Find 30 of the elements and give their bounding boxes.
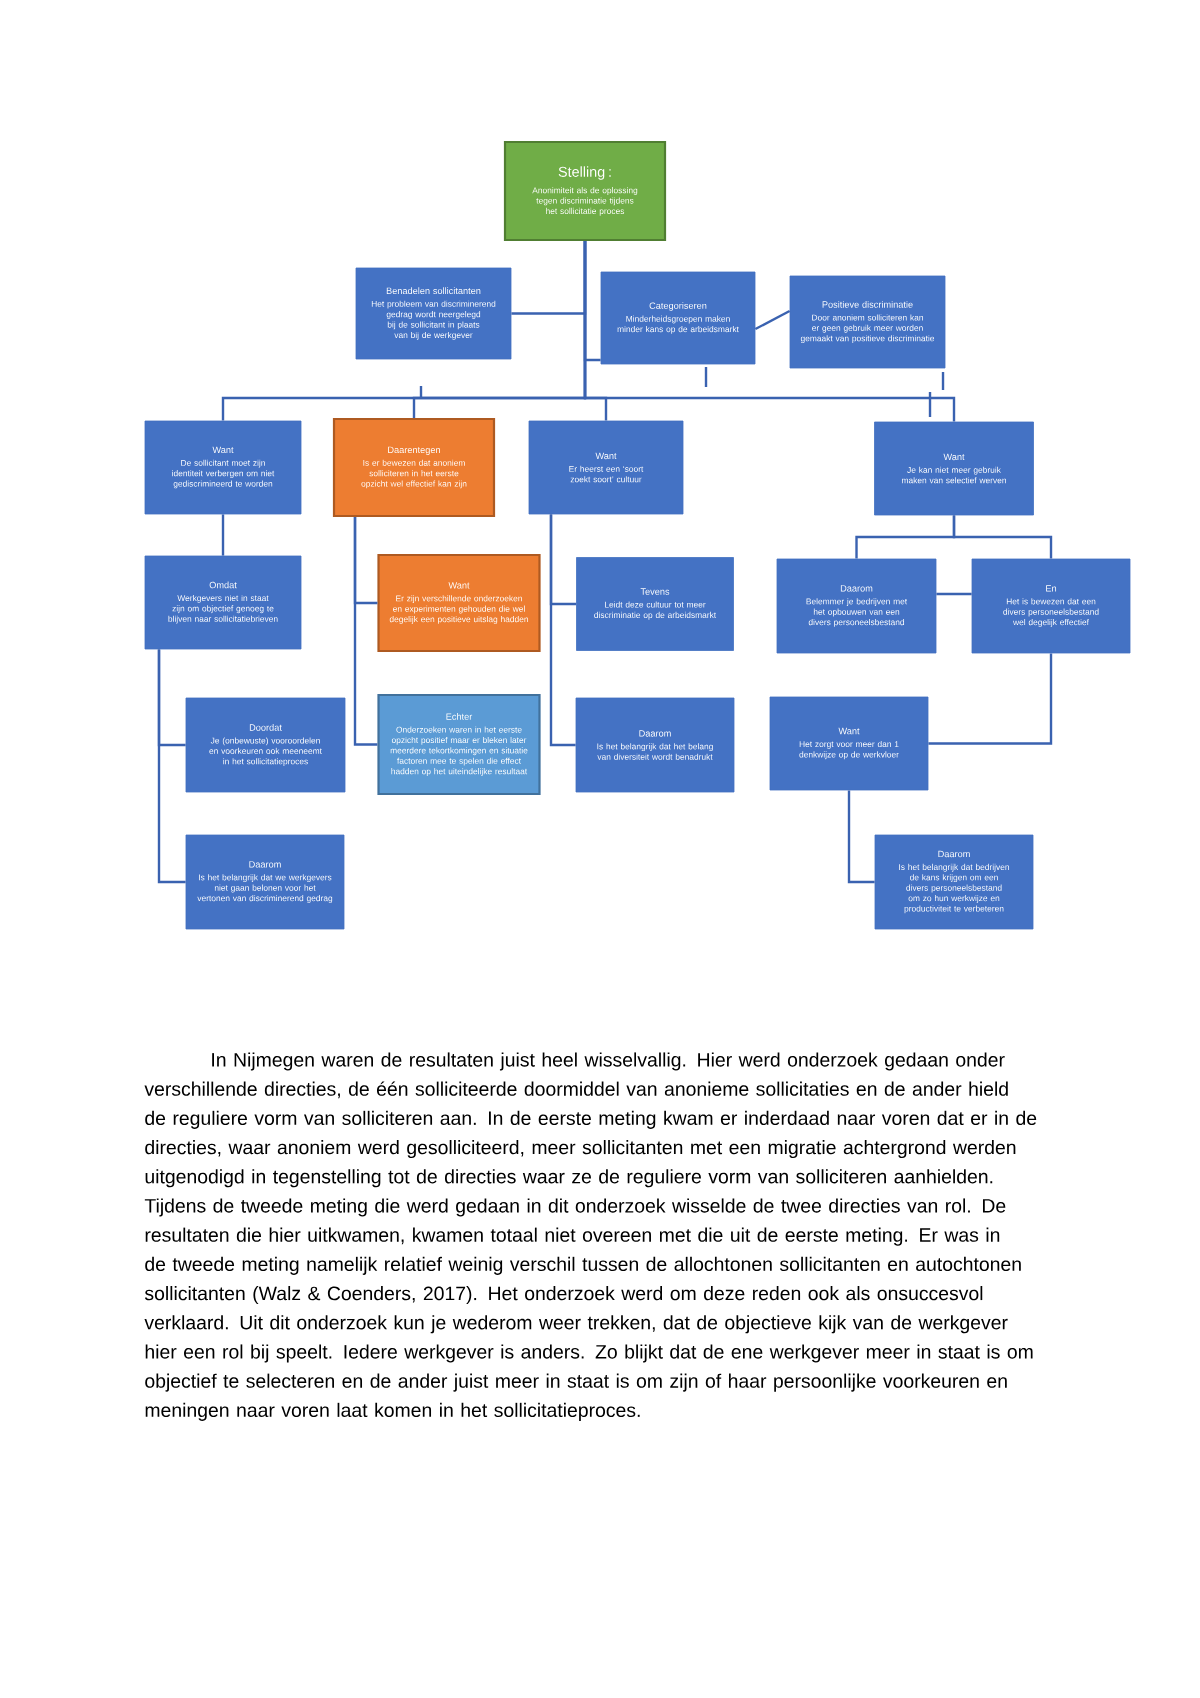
argument-box: Want Er zijn verschillende onderzoeken en experimenten gehouden die wel degelijk een positieve uitslag hadden	[377, 553, 541, 653]
connector-line	[221, 514, 225, 556]
connector-line	[583, 241, 956, 422]
argument-box: Daarom Is het belangrijk dat bedrijven de kans krijgen om een divers personeelsbestand om zo hun werkwijze en productiviteit te verbeteren	[874, 834, 1034, 930]
connector-line	[928, 653, 1053, 745]
connector-line	[353, 517, 378, 746]
connector-line	[952, 515, 1053, 559]
argument-box: Omdat Werkgevers niet in staat zijn om objectief genoeg te blijven naar sollicitatiebrieven	[144, 555, 302, 650]
connector-line	[754, 309, 791, 331]
argument-box: En Het is bewezen dat een divers personeelsbestand wel degelijk effectief	[971, 558, 1131, 654]
argument-box: Want De sollicitant moet zijn identiteit verbergen om niet gediscrimineerd te worden	[144, 420, 302, 515]
connector-line	[936, 592, 972, 596]
argument-box: Daarom Is het belangrijk dat we werkgevers niet gaan belonen voor het vertonen van discriminerend gedrag	[185, 834, 345, 930]
argument-box: Daarentegen Is er bewezen dat anoniem solliciteren in het eerste opzicht wel effectief kan zijn	[332, 417, 496, 518]
argument-box: Tevens Leidt deze cultuur tot meer discriminatie op de arbeidsmarkt	[576, 557, 734, 651]
connector-line	[549, 514, 576, 747]
argument-box: Daarom Is het belangrijk dat het belang van diversiteit wordt benadrukt	[575, 697, 735, 793]
argument-box: Want Het zorgt voor meer dan 1 denkwijze op de werkvloer	[769, 696, 929, 791]
argument-box: Doordat Je (onbewuste) vooroordelen en voorkeuren ook meeneemt in het sollicitatieproces	[185, 697, 346, 793]
connector-line	[847, 790, 875, 884]
argument-box: Positieve discriminatie Door anoniem solliciteren kan er geen gebruik meer worden gemaakt van positieve discriminatie	[789, 275, 946, 369]
argument-box: Categoriseren Minderheidsgroepen maken minder kans op de arbeidsmarkt	[600, 271, 756, 365]
statement-box: Stelling : Anonimiteit als de oplossing tegen discriminatie tijdens het sollicitatie proces	[503, 140, 667, 242]
argument-box: Daarom Belemmer je bedrijven met het opbouwen van een divers personeelsbestand	[776, 558, 937, 654]
argument-box: Echter Onderzoeken waren in het eerste opzicht positief maar er bleken later meerdere tekortkomingen en situatie factoren mee te spelen die effect hadden op het uiteindelijke resultaat	[377, 693, 541, 796]
connector-line	[157, 649, 186, 884]
argument-box: Want Je kan niet meer gebruik maken van selectief werven	[874, 421, 1034, 516]
argument-box: Benadelen sollicitanten Het probleem van discriminerend gedrag wordt neergelegd bij de sollicitant in plaats van bij de werkgever	[355, 267, 512, 360]
argument-box: Want Er heerst een ‘soort zoekt soort’ cultuur	[528, 420, 684, 515]
body-paragraph: In Nijmegen waren de resultaten juist heel wisselvallig. Hier werd onderzoek gedaan onder verschillende directies, de één solliciteerde doormiddel van anonieme sollicitaties en de ander hield de reguliere vorm van solliciteren aan. In de eerste meting kwam er inderdaad naar voren dat er in de directies, waar anoniem werd gesolliciteerd, meer sollicitanten met een migratie achtergrond werden uitgenodigd in tegenstelling tot de directies waar ze de reguliere vorm van solliciteren aanhielden. Tijdens de tweede meting die werd gedaan in dit onderzoek wisselde de twee directies van rol. De resultaten die hier uitkwamen, kwamen totaal niet overeen met die uit de eerste meting. Er was in de tweede meting namelijk relatief weinig verschil tussen de allochtonen sollicitanten en autochtonen sollicitanten (Walz & Coenders, 2017). Het onderzoek werd om deze reden ook als onsuccesvol verklaard. Uit dit onderzoek kun je wederom weer trekken, dat de objectieve kijk van de werkgever hier een rol bij speelt. Iedere werkgever is anders. Zo blijkt dat de ene werkgever meer in staat is om objectief te selecteren en de ander juist meer in staat is om zijn of haar persoonlijke voorkeuren en meningen naar voren laat komen in het sollicitatieproces.	[144, 1052, 1037, 1421]
